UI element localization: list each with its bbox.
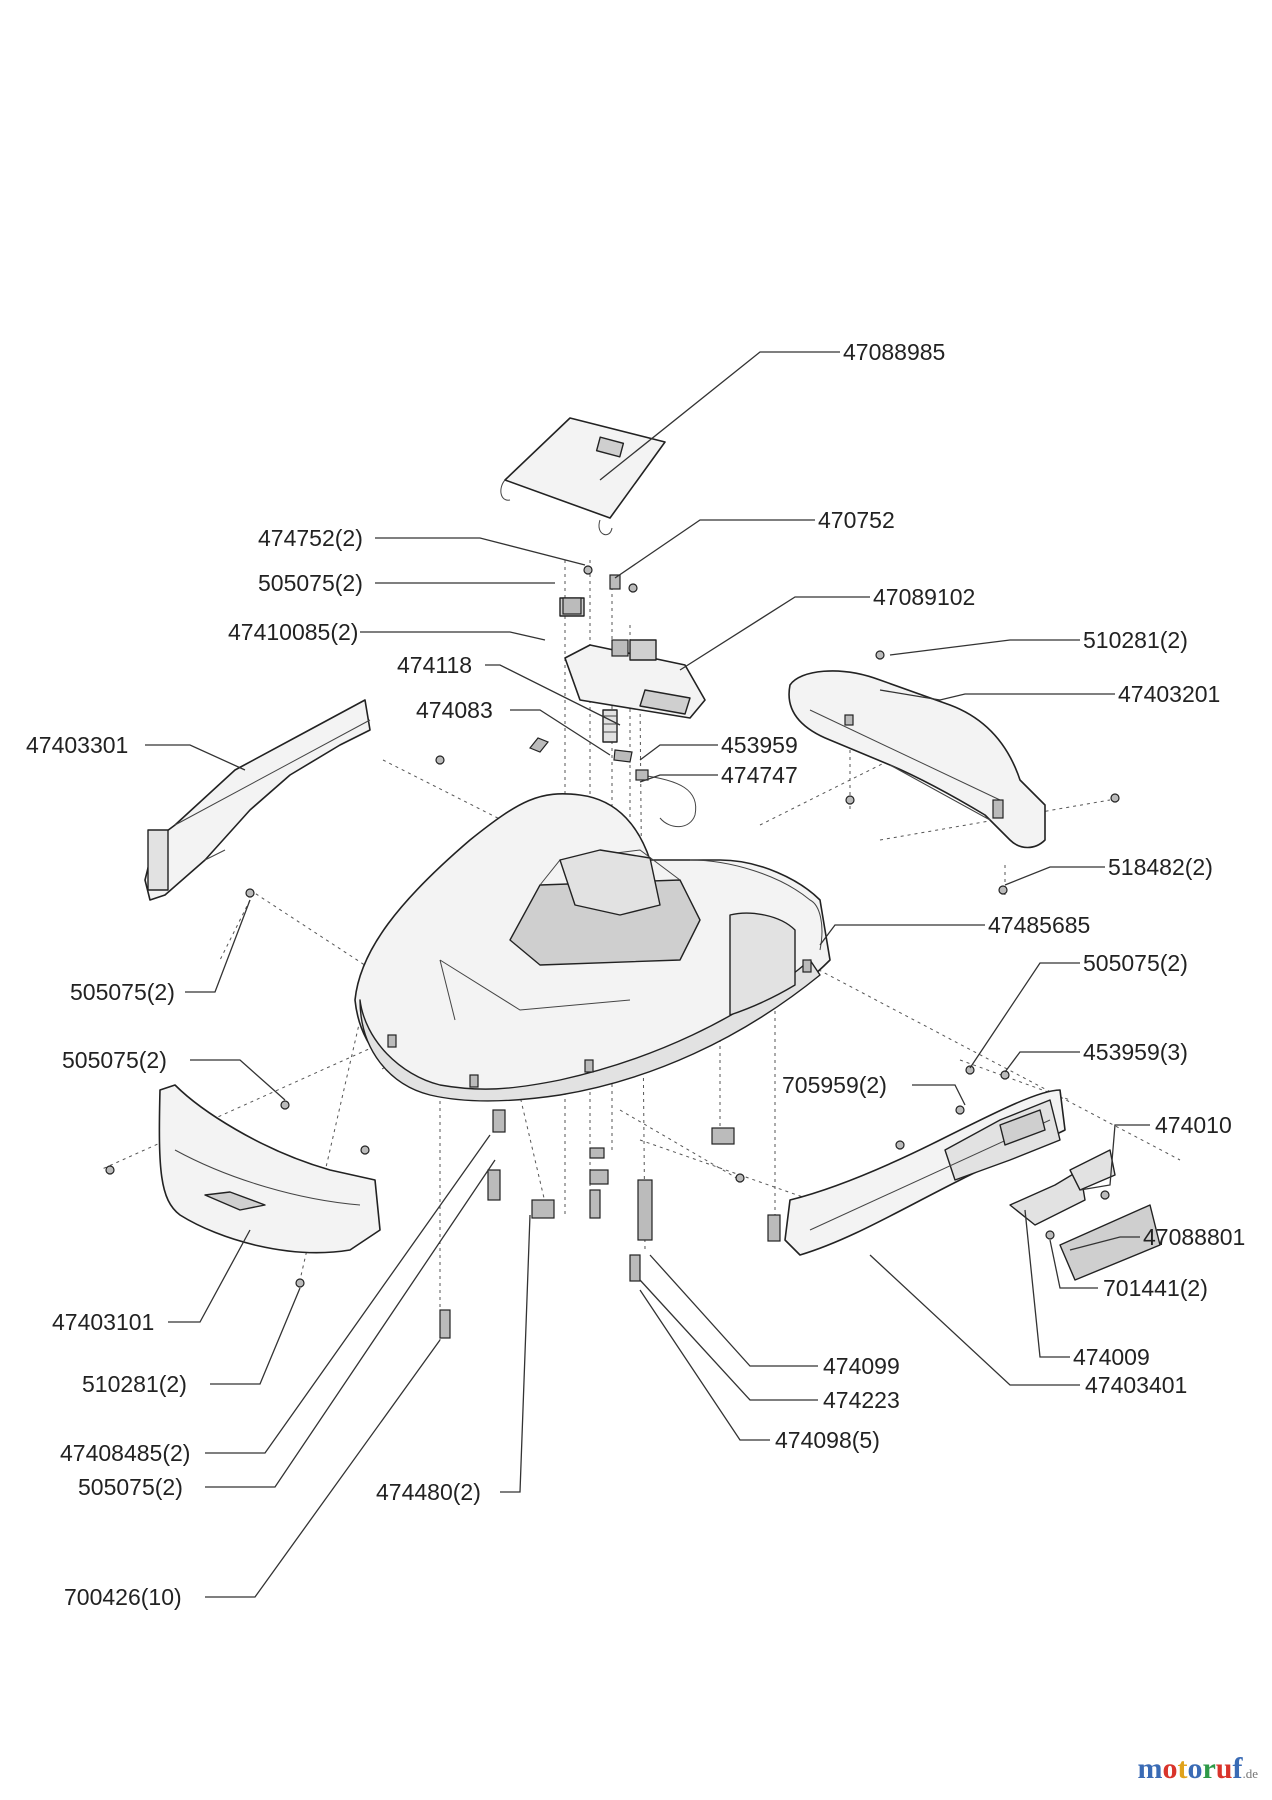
label-47403301: 47403301 (26, 732, 128, 758)
rear-bumper (784, 1089, 1066, 1256)
label-47485685: 47485685 (988, 912, 1090, 938)
brand-letter: o (1162, 1752, 1178, 1785)
label-518482: 518482(2) (1108, 854, 1213, 880)
brand-letter: u (1215, 1752, 1233, 1785)
label-505075-front: 505075(2) (62, 1047, 167, 1073)
left-guard (144, 699, 371, 901)
display-panel (529, 597, 706, 753)
label-474752: 474752(2) (258, 525, 363, 551)
brand-letter: f (1232, 1752, 1243, 1785)
label-47403401: 47403401 (1085, 1372, 1187, 1398)
label-474098: 474098(5) (775, 1427, 880, 1453)
label-453959-3: 453959(3) (1083, 1039, 1188, 1065)
main-housing (354, 793, 831, 1102)
label-700426: 700426(10) (64, 1584, 182, 1610)
label-47088985: 47088985 (843, 339, 945, 365)
label-474009: 474009 (1073, 1344, 1150, 1370)
label-505075-bottom: 505075(2) (78, 1474, 183, 1500)
front-bumper (158, 1084, 381, 1254)
label-474010: 474010 (1155, 1112, 1232, 1138)
label-505075-right: 505075(2) (1083, 950, 1188, 976)
label-453959: 453959 (721, 732, 798, 758)
right-guard (788, 670, 1046, 849)
label-474099: 474099 (823, 1353, 900, 1379)
label-47403101: 47403101 (52, 1309, 154, 1335)
label-510281-top: 510281(2) (1083, 627, 1188, 653)
label-505075-top: 505075(2) (258, 570, 363, 596)
label-474480: 474480(2) (376, 1479, 481, 1505)
top-cover (500, 417, 666, 536)
brand-domain: .de (1242, 1766, 1258, 1781)
leader-lines (145, 351, 1150, 1598)
label-474223: 474223 (823, 1387, 900, 1413)
label-701441: 701441(2) (1103, 1275, 1208, 1301)
label-474083: 474083 (416, 697, 493, 723)
brand-wordmark: motoruf (1137, 1752, 1242, 1785)
label-47410085: 47410085(2) (228, 619, 358, 645)
fasteners (105, 565, 1120, 1339)
label-47088801: 47088801 (1143, 1224, 1245, 1250)
part-labels: 47088985 474752(2) 470752 505075(2) 4708… (26, 339, 1245, 1610)
label-510281-bottom: 510281(2) (82, 1371, 187, 1397)
label-47408485: 47408485(2) (60, 1440, 190, 1466)
brand-letter: m (1137, 1752, 1163, 1785)
brand-letter: r (1202, 1752, 1216, 1785)
label-47403201: 47403201 (1118, 681, 1220, 707)
motoruf-logo: motoruf.de (1137, 1752, 1258, 1786)
label-705959: 705959(2) (782, 1072, 887, 1098)
label-470752: 470752 (818, 507, 895, 533)
label-474747: 474747 (721, 762, 798, 788)
label-474118: 474118 (397, 652, 472, 678)
side-trims (1009, 1149, 1161, 1281)
brand-letter: t (1177, 1752, 1188, 1785)
brand-letter: o (1187, 1752, 1203, 1785)
label-505075-left: 505075(2) (70, 979, 175, 1005)
label-47089102: 47089102 (873, 584, 975, 610)
